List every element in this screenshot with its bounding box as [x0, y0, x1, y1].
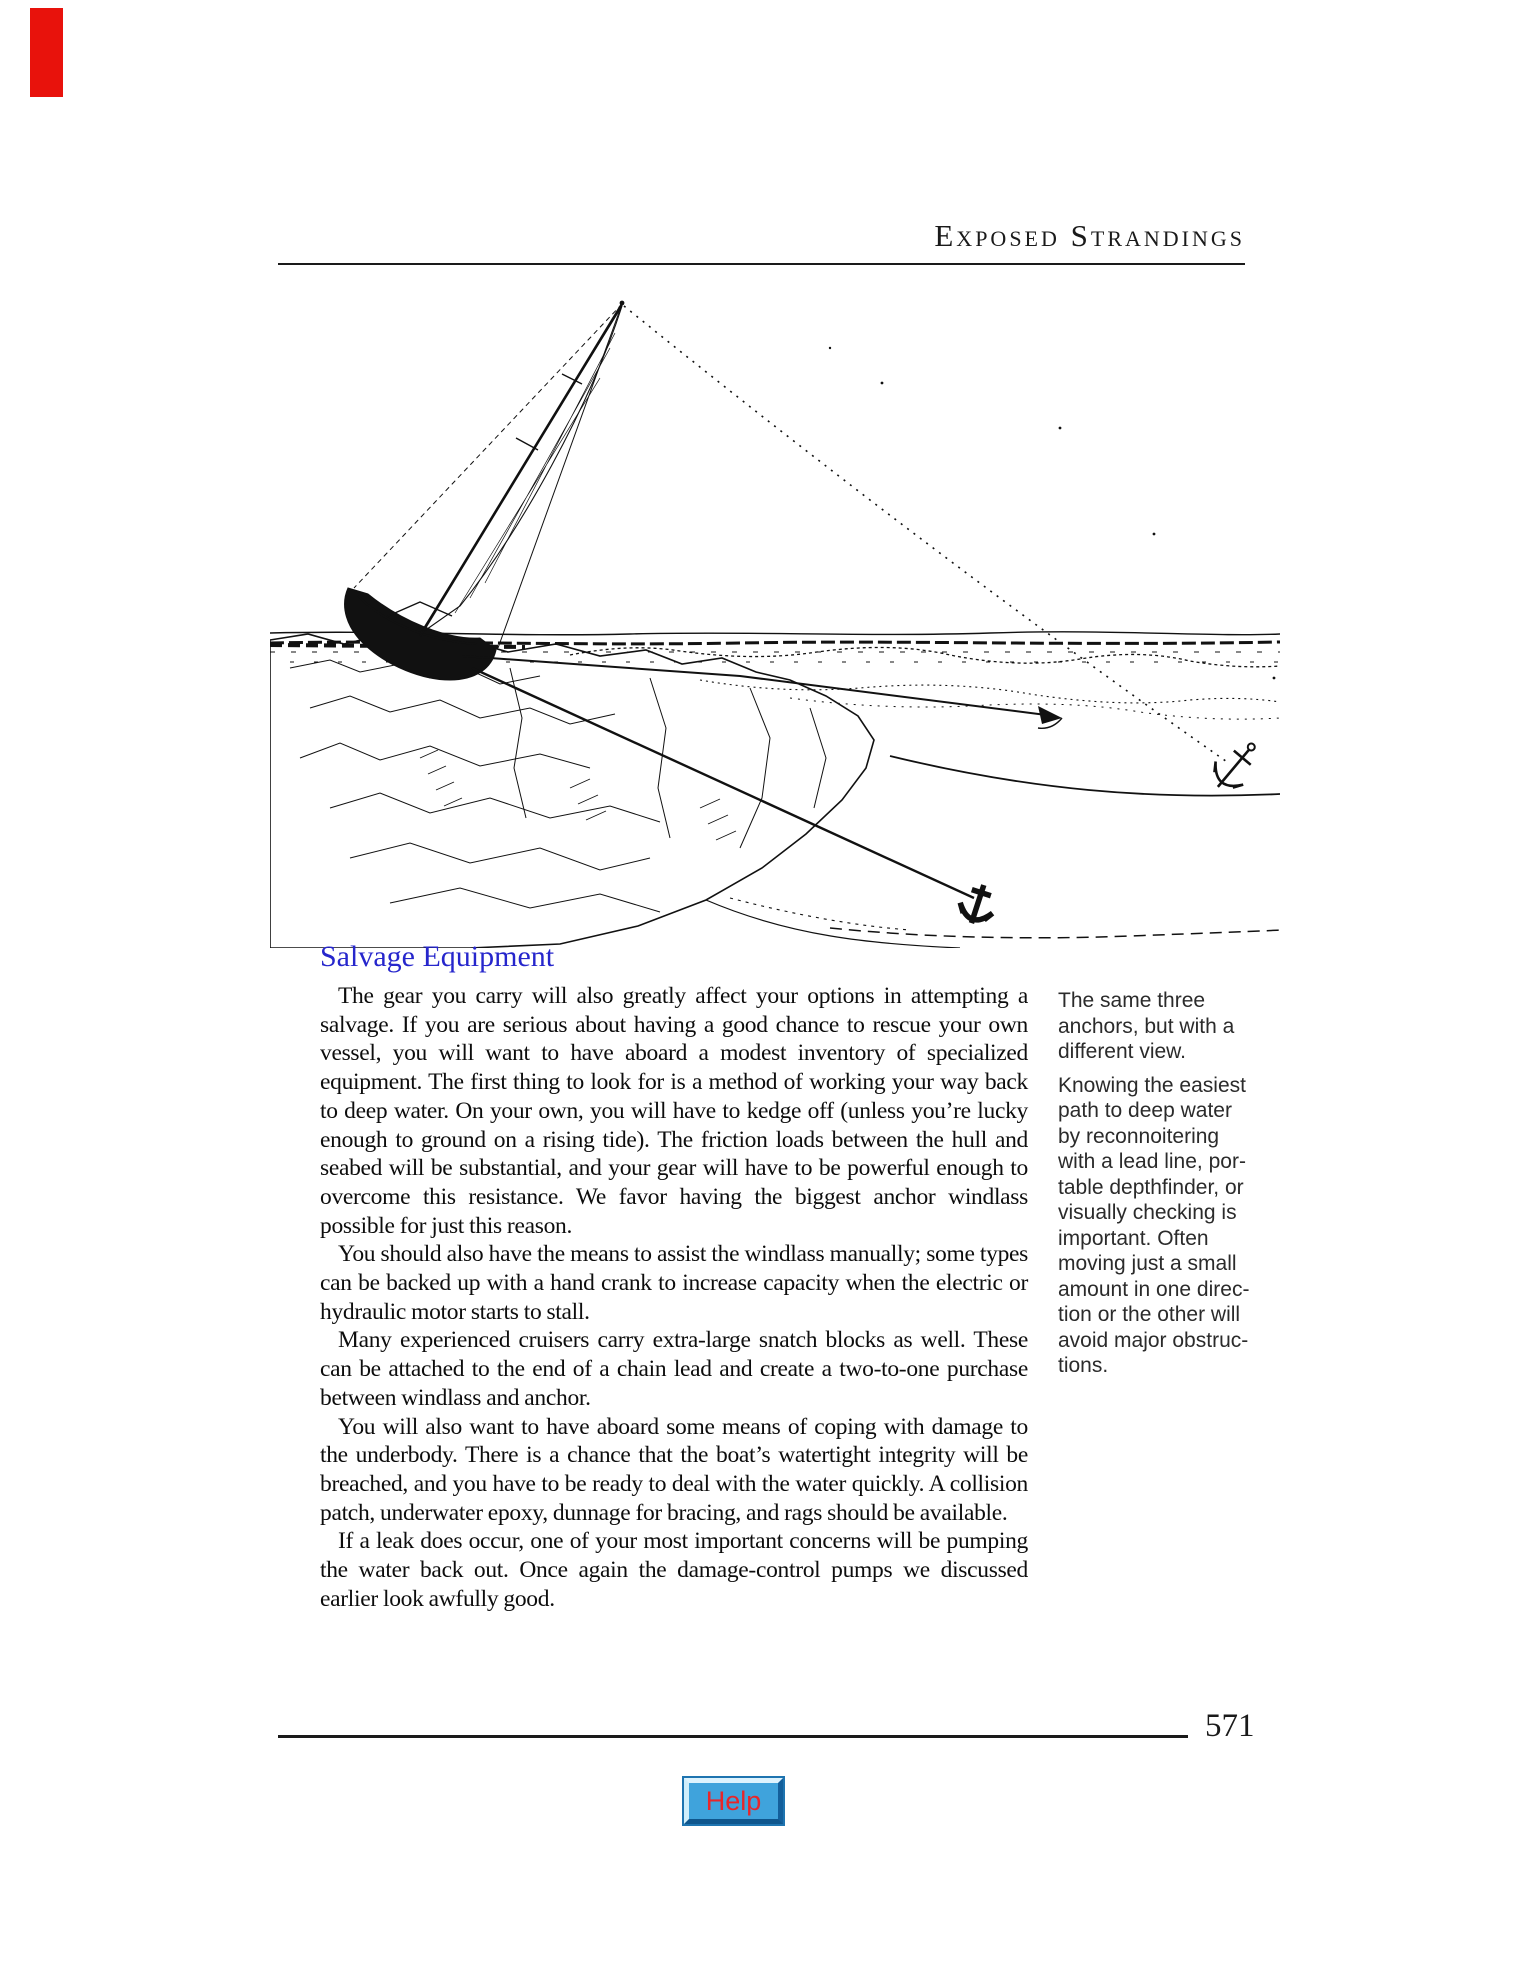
help-button[interactable]: Help [682, 1776, 785, 1826]
header-rule [278, 263, 1245, 265]
body-paragraph: You should also have the means to assist… [320, 1241, 1028, 1325]
anchor-icon [1213, 742, 1256, 789]
footer-rule [278, 1735, 1188, 1738]
red-nav-marker[interactable] [30, 8, 63, 97]
rocks [270, 633, 961, 948]
running-head-title: Exposed Strandings [934, 218, 1245, 253]
shore-contours [729, 897, 1280, 939]
help-button-label: Help [705, 1785, 762, 1816]
anchor-icon-dark [957, 884, 995, 924]
margin-note: Knowing the easiest path to deep water b… [1058, 1073, 1250, 1378]
body-paragraph: If a leak does occur, one of your most i… [320, 1528, 1028, 1612]
arrowhead [1038, 706, 1062, 724]
body-paragraph: Many experienced cruisers carry extra-la… [320, 1327, 1028, 1411]
body-text-column: The gear you carry will also greatly aff… [320, 982, 1028, 1613]
sky-specks [828, 346, 1276, 680]
anchor-rodes [461, 305, 1231, 900]
section-heading: Salvage Equipment [320, 940, 555, 973]
margin-notes: The same three anchors, but with a diffe… [1058, 988, 1254, 1387]
stranding-illustration [270, 288, 1280, 948]
margin-note: The same three anchors, but with a diffe… [1058, 989, 1235, 1063]
body-paragraph: The gear you carry will also greatly aff… [320, 983, 1028, 1239]
sailboat-drawing [344, 300, 625, 681]
body-paragraph: You will also want to have aboard some m… [320, 1413, 1028, 1526]
distant-shore [569, 646, 1280, 797]
stranding-illustration-svg [270, 300, 1280, 948]
page-number: 571 [1205, 1708, 1255, 1744]
